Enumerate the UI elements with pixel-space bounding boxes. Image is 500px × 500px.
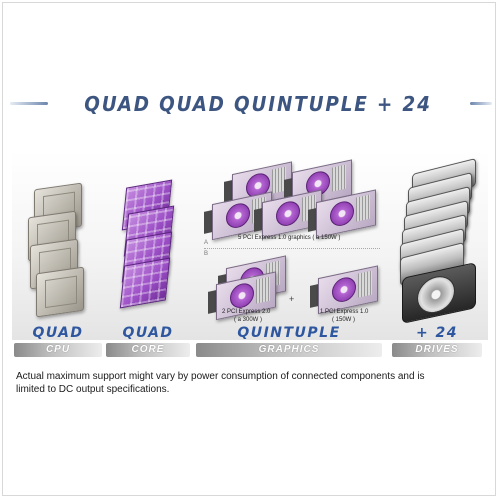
cpu-sub-label: CPU [45,344,71,355]
cpu-sub-bar: CPU [14,343,102,357]
five-cards-caption: 5 PCI Express 1.0 graphics ( a 150W ) [238,235,341,241]
plus-sign: + [289,294,295,304]
one-card-caption-line1: 1 PCI Express 1.0 [320,309,369,315]
graphics-label: QUINTUPLE [237,325,341,341]
option-a-label: A [204,240,209,246]
core-sub-bar: CORE [106,343,190,357]
graphics-sub-label: GRAPHICS [258,344,320,355]
one-card-caption-line2: ( 150W ) [332,317,356,323]
title-banner: QUAD QUAD QUINTUPLE + 24 [8,92,492,116]
drives-sub-label: DRIVES [415,344,459,355]
image-frame [2,2,496,496]
core-chip [119,257,171,309]
two-cards-caption-line1: 2 PCI Express 2.0 [222,309,271,315]
graphics-sub-bar: GRAPHICS [196,343,382,357]
two-cards-caption-line2: ( a 300W ) [234,317,263,323]
banner-right-stripe [470,102,492,105]
banner-title: QUAD QUAD QUINTUPLE + 24 [84,92,432,116]
core-sub-label: CORE [131,344,165,355]
drives-sub-bar: DRIVES [392,343,482,357]
banner-left-stripe [10,102,48,105]
option-divider [204,248,380,249]
cpu-chip [36,266,84,318]
disk-platter [417,272,455,317]
core-label: QUAD [122,325,174,341]
footnote-text: Actual maximum support might vary by pow… [16,371,425,395]
drives-label: + 24 [415,325,459,341]
option-b-label: B [204,251,209,257]
cpu-label: QUAD [32,325,84,341]
